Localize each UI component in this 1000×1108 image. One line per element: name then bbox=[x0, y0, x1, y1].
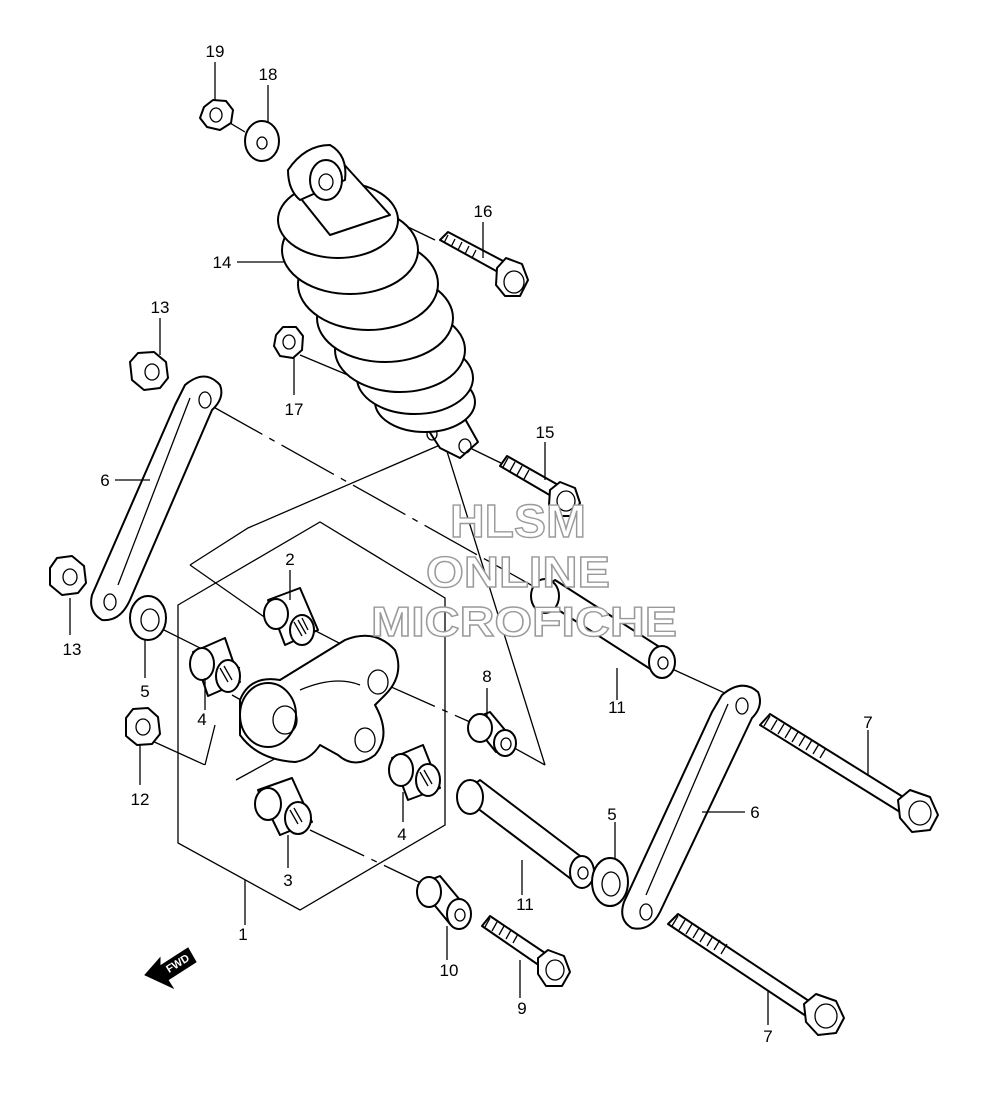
watermark-line-1: HLSM bbox=[450, 495, 586, 547]
part-18-washer[interactable] bbox=[244, 120, 280, 162]
part-17-nut[interactable] bbox=[273, 326, 304, 359]
part-15-bolt[interactable] bbox=[499, 455, 581, 517]
callout-12: 12 bbox=[131, 790, 150, 809]
part-12-nut[interactable] bbox=[125, 707, 161, 746]
callout-11-upper: 11 bbox=[608, 698, 626, 717]
part-11-spacer-upper[interactable] bbox=[530, 578, 676, 679]
callout-18: 18 bbox=[259, 65, 278, 84]
part-19-nut[interactable] bbox=[199, 99, 234, 131]
part-14-shock-absorber[interactable] bbox=[277, 144, 479, 459]
callout-13-lower: 13 bbox=[63, 640, 82, 659]
part-10-spacer[interactable] bbox=[416, 875, 472, 930]
callout-17: 17 bbox=[285, 400, 304, 419]
callout-10: 10 bbox=[440, 961, 459, 980]
callout-3: 3 bbox=[283, 871, 292, 890]
callout-7-upper: 7 bbox=[863, 713, 872, 732]
callout-6-left: 6 bbox=[100, 471, 109, 490]
part-5-spacer-right[interactable] bbox=[591, 857, 629, 907]
leader-lines bbox=[69, 62, 869, 1025]
part-5-spacer-left[interactable] bbox=[129, 595, 167, 641]
callout-5-right: 5 bbox=[607, 805, 616, 824]
part-7-bolt-lower[interactable] bbox=[667, 913, 845, 1036]
callout-5-left: 5 bbox=[140, 682, 149, 701]
part-13-nut-lower[interactable] bbox=[49, 555, 87, 596]
callout-14: 14 bbox=[213, 253, 232, 272]
part-6-link-rod-right[interactable] bbox=[621, 684, 761, 930]
part-7-bolt-upper[interactable] bbox=[759, 713, 939, 833]
part-16-bolt[interactable] bbox=[439, 231, 529, 297]
watermark: HLSM ONLINE MICROFICHE bbox=[370, 494, 677, 645]
callout-6-right: 6 bbox=[750, 803, 759, 822]
callout-9: 9 bbox=[517, 999, 526, 1018]
part-11-spacer-lower[interactable] bbox=[456, 779, 595, 889]
part-8-spacer[interactable] bbox=[467, 711, 517, 757]
part-4-bearing-right[interactable] bbox=[388, 744, 441, 801]
callout-15: 15 bbox=[536, 423, 555, 442]
part-13-nut-upper[interactable] bbox=[129, 351, 169, 391]
callout-1: 1 bbox=[238, 925, 247, 944]
callout-11-lower: 11 bbox=[516, 895, 534, 914]
callout-7-lower: 7 bbox=[763, 1027, 772, 1046]
part-3-bearing[interactable] bbox=[254, 777, 313, 836]
callout-4-right: 4 bbox=[397, 825, 406, 844]
part-9-bolt[interactable] bbox=[481, 915, 571, 987]
callout-2: 2 bbox=[285, 550, 294, 569]
callout-13-upper: 13 bbox=[151, 298, 170, 317]
part-6-link-rod-left[interactable] bbox=[90, 375, 223, 622]
fwd-direction-arrow: FWD bbox=[144, 947, 197, 990]
callout-8: 8 bbox=[482, 667, 491, 686]
callout-4-left: 4 bbox=[197, 710, 206, 729]
callout-19: 19 bbox=[206, 42, 225, 61]
watermark-line-2: ONLINE bbox=[426, 548, 610, 597]
callout-numbers: 19 18 16 14 17 15 13 6 13 5 2 4 8 12 4 3… bbox=[63, 42, 873, 1046]
part-2-bearing[interactable] bbox=[263, 587, 319, 646]
watermark-line-3: MICROFICHE bbox=[371, 598, 677, 645]
part-1-cushion-lever[interactable] bbox=[239, 634, 400, 764]
callout-16: 16 bbox=[474, 202, 493, 221]
